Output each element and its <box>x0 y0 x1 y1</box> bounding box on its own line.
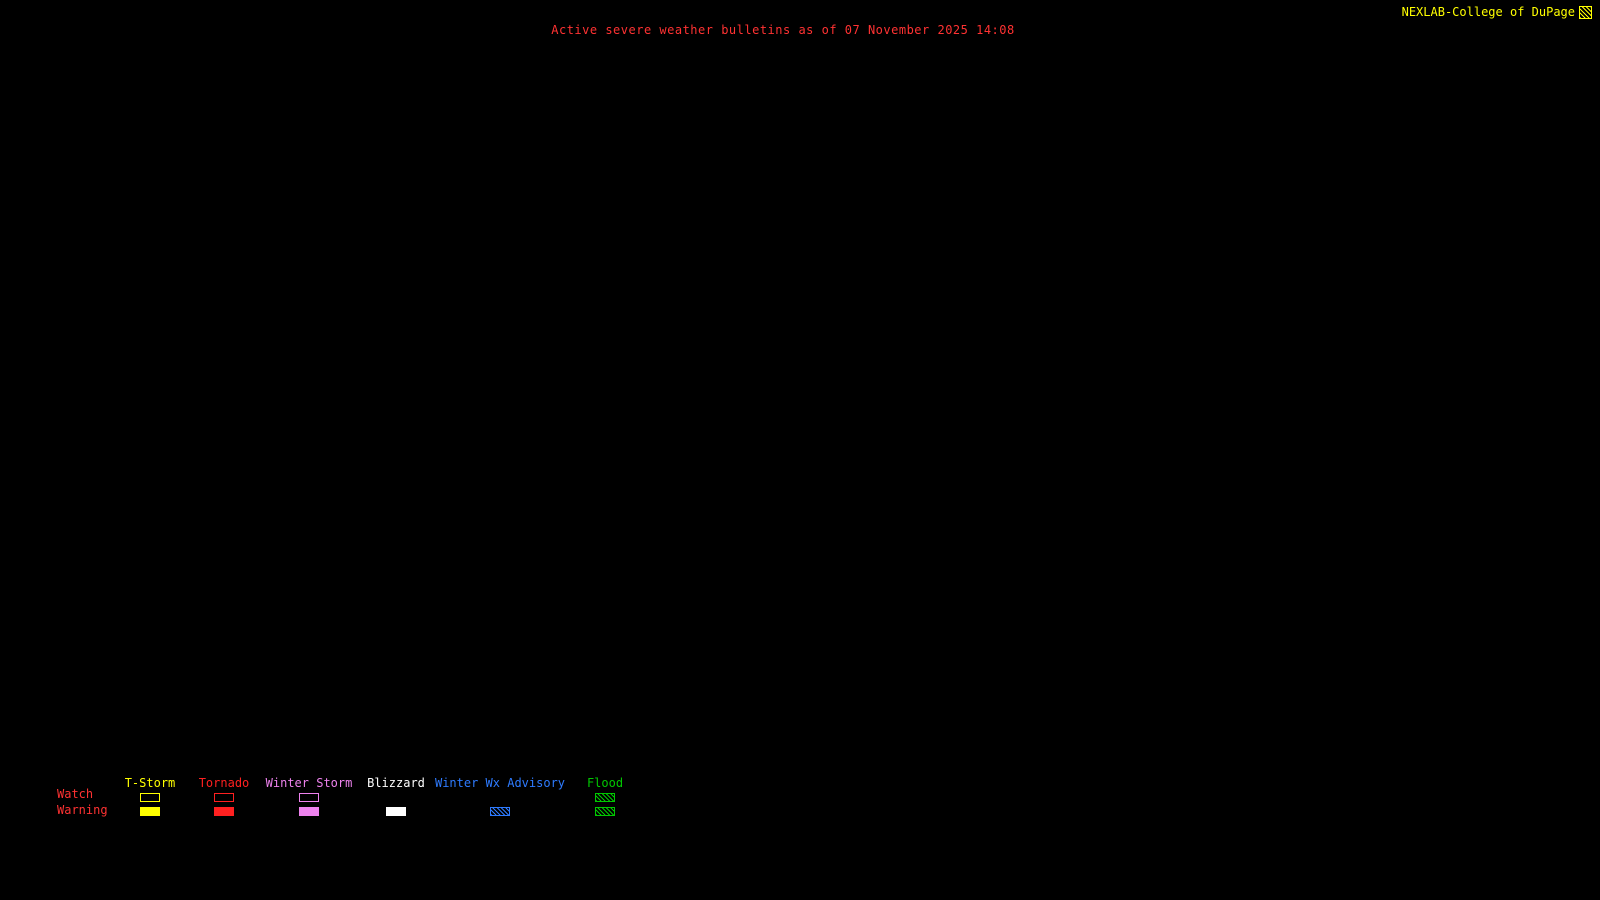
legend-header-winter-storm: Winter Storm <box>265 776 353 790</box>
legend-header-winter-wx-advisory: Winter Wx Advisory <box>434 776 566 790</box>
tstorm-watch-swatch <box>140 792 160 802</box>
tstorm-warning-swatch <box>140 806 160 816</box>
legend-column-blizzard: Blizzard <box>321 777 471 818</box>
legend-header-flood: Flood <box>586 776 624 790</box>
flood-warning-swatch <box>595 806 615 816</box>
legend-column-tstorm: T-Storm <box>75 777 225 818</box>
winter-wx-advisory-warning-swatch <box>490 806 510 816</box>
legend-column-winter-wx-advisory: Winter Wx Advisory <box>425 777 575 818</box>
legend-column-tornado: Tornado <box>149 777 299 818</box>
winter-storm-watch-swatch <box>299 792 319 802</box>
legend-column-winter-storm: Winter Storm <box>234 777 384 818</box>
brand: NEXLAB-College of DuPage <box>1402 5 1592 19</box>
bulletin-title: Active severe weather bulletins as of 07… <box>551 23 1015 37</box>
legend-warning-label: Warning <box>57 803 108 817</box>
tornado-watch-swatch <box>214 792 234 802</box>
blizzard-warning-swatch <box>386 806 406 816</box>
legend-watch-label: Watch <box>57 787 94 801</box>
flood-watch-swatch <box>595 792 615 802</box>
tornado-warning-swatch <box>214 806 234 816</box>
brand-text: NEXLAB-College of DuPage <box>1401 5 1575 19</box>
legend-header-tstorm: T-Storm <box>124 776 176 790</box>
winter-storm-warning-swatch <box>299 806 319 816</box>
legend: Watch Warning T-Storm Tornado Winter Sto… <box>57 777 757 821</box>
legend-header-blizzard: Blizzard <box>367 776 425 790</box>
nexlab-logo-icon <box>1579 5 1592 19</box>
legend-column-flood: Flood <box>530 777 680 818</box>
legend-header-tornado: Tornado <box>198 776 250 790</box>
